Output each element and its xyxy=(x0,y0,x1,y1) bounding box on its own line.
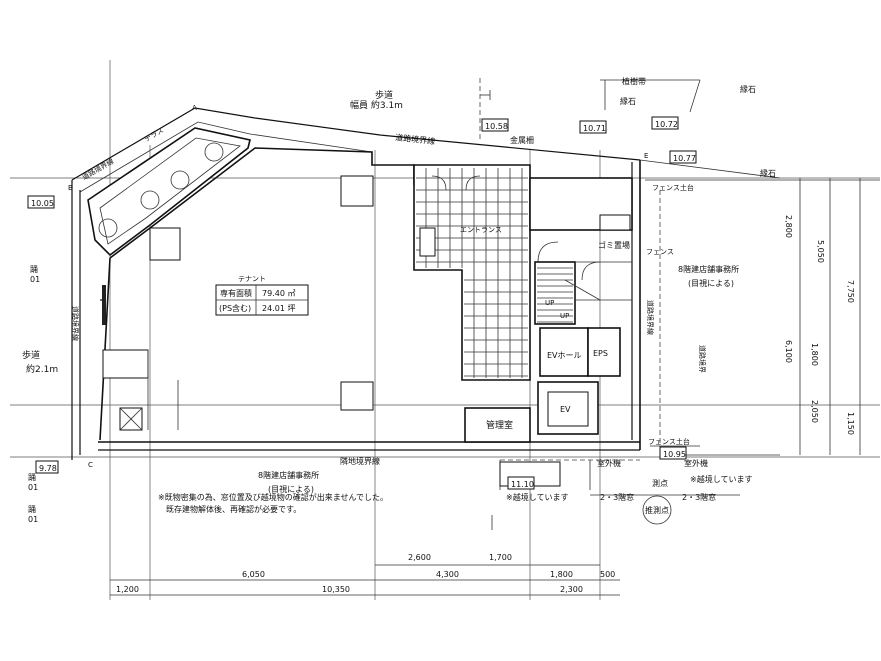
dim-r-6100: 6,100 xyxy=(784,340,793,363)
dim-r-2800: 2,800 xyxy=(784,215,793,238)
tenant-ps-label: (PS含む) xyxy=(219,303,251,313)
curb-label-right: 縁石 xyxy=(740,84,756,94)
elevation-978: 9.78 xyxy=(39,464,57,473)
survey-point-1: 測点 xyxy=(652,478,668,488)
service-core xyxy=(464,177,633,443)
curb-label: 縁石 xyxy=(620,96,636,106)
point-c: C xyxy=(88,461,93,469)
dim-500: 500 xyxy=(600,570,615,579)
left-ref-1: 踊 xyxy=(30,265,38,274)
left-ref-3: 踊 xyxy=(28,505,36,514)
fence-base-label-2: フェンス土台 xyxy=(648,437,690,446)
ev-hall-label: EVホール xyxy=(547,351,582,360)
entrance-label: エントランス xyxy=(460,226,502,234)
dim-6050: 6,050 xyxy=(242,570,265,579)
window-label-1: 2・3階窓 xyxy=(600,492,634,502)
site-boundary-label: 隣地境界線 xyxy=(340,456,380,466)
point-e: E xyxy=(644,152,648,160)
dim-r-1150: 1,150 xyxy=(846,412,855,435)
left-ref-3b: 01 xyxy=(28,515,38,524)
fence-base-label: フェンス土台 xyxy=(652,183,694,192)
tenant-ps-value: 24.01 坪 xyxy=(262,304,295,313)
dim-r-2050: 2,050 xyxy=(810,400,819,423)
elevation-1110: 11.10 xyxy=(511,480,534,489)
tenant-area-label: 専有面積 xyxy=(220,288,252,298)
manager-room-label: 管理室 xyxy=(486,419,513,431)
point-a: A xyxy=(192,104,197,112)
right-road-boundary-2: 道路境界 xyxy=(698,345,707,373)
neighbor-bottom-label: 8階建店舗事務所 xyxy=(258,470,319,480)
tenant-table: テナント 専有面積 79.40 ㎡ (PS含む) 24.01 坪 xyxy=(215,275,309,316)
curb-label-right2: 縁石 xyxy=(760,168,776,178)
neighbor-right xyxy=(645,179,880,456)
elevation-1095: 10.95 xyxy=(663,450,686,459)
outdoor-unit-1: 室外機 xyxy=(597,458,621,468)
dim-r-5050: 5,050 xyxy=(816,240,825,263)
up-label-1: UP xyxy=(545,299,554,307)
ev-label: EV xyxy=(560,405,571,414)
survey-point-2: 推測点 xyxy=(645,505,669,515)
planting-label: 植樹帯 xyxy=(622,76,646,86)
dim-4300: 4,300 xyxy=(436,570,459,579)
point-b: B xyxy=(68,184,73,192)
dim-2600: 2,600 xyxy=(408,553,431,562)
fence-label: フェンス xyxy=(646,248,674,256)
note-line-1: ※既物密集の為、窓位置及び越境物の確認が出来ませんでした。 xyxy=(158,492,388,502)
dim-10350: 10,350 xyxy=(322,585,350,594)
outdoor-unit-2: 室外機 xyxy=(684,458,708,468)
dim-1200: 1,200 xyxy=(116,585,139,594)
right-road-boundary: 道路境界線 xyxy=(646,300,655,335)
neighbor-right-note: (目視による) xyxy=(688,279,734,288)
tenant-title: テナント xyxy=(238,275,266,283)
left-sidewalk-label: 歩道 xyxy=(22,349,40,361)
dim-r-1800: 1,800 xyxy=(810,343,819,366)
sidewalk-label: 歩道 xyxy=(375,89,393,101)
left-road-boundary: 道路境界線 xyxy=(71,306,80,341)
overhang-note-2: ※越境しています xyxy=(690,474,752,484)
eps-label: EPS xyxy=(593,349,608,358)
columns xyxy=(102,175,374,431)
dim-2300: 2,300 xyxy=(560,585,583,594)
elevation-1071: 10.71 xyxy=(583,124,606,133)
garbage-label: ゴミ置場 xyxy=(598,240,630,250)
elevation-1072: 10.72 xyxy=(655,120,678,129)
tenant-area-value: 79.40 ㎡ xyxy=(262,289,295,298)
dim-1800: 1,800 xyxy=(550,570,573,579)
metal-fence-label: 金属柵 xyxy=(510,135,534,145)
neighbor-bottom-note: (目視による) xyxy=(268,485,314,494)
neighbor-right-label: 8階建店舗事務所 xyxy=(678,264,739,274)
overhang-note-1: ※越境しています xyxy=(506,492,568,502)
left-sidewalk-width: 約2.1m xyxy=(26,363,58,375)
dimension-lines xyxy=(110,178,861,596)
elevation-markers: 10.58 10.71 10.72 10.77 10.05 9.78 11.10… xyxy=(27,116,697,490)
road-boundary-label: 道路境界線 xyxy=(395,132,436,146)
road-boundary-top xyxy=(71,78,781,193)
dim-1700: 1,700 xyxy=(489,553,512,562)
elevation-1005: 10.05 xyxy=(31,199,54,208)
sidewalk-width-label: 幅員 約3.1m xyxy=(350,99,403,111)
terrace xyxy=(87,127,251,257)
dim-r-7750: 7,750 xyxy=(846,280,855,303)
entrance-hall xyxy=(413,164,531,381)
left-ref-2b: 01 xyxy=(28,483,38,492)
note-line-2: 既存建物解体後、再確認が必要です。 xyxy=(166,504,301,514)
terrace-label: テラス xyxy=(143,126,165,143)
up-label-2: UP xyxy=(560,312,569,320)
window-label-2: 2・3階窓 xyxy=(682,492,716,502)
elevation-1058: 10.58 xyxy=(485,122,508,131)
left-ref-2: 踊 xyxy=(28,473,36,482)
left-ref-1b: 01 xyxy=(30,275,40,284)
elevation-1077: 10.77 xyxy=(673,154,696,163)
